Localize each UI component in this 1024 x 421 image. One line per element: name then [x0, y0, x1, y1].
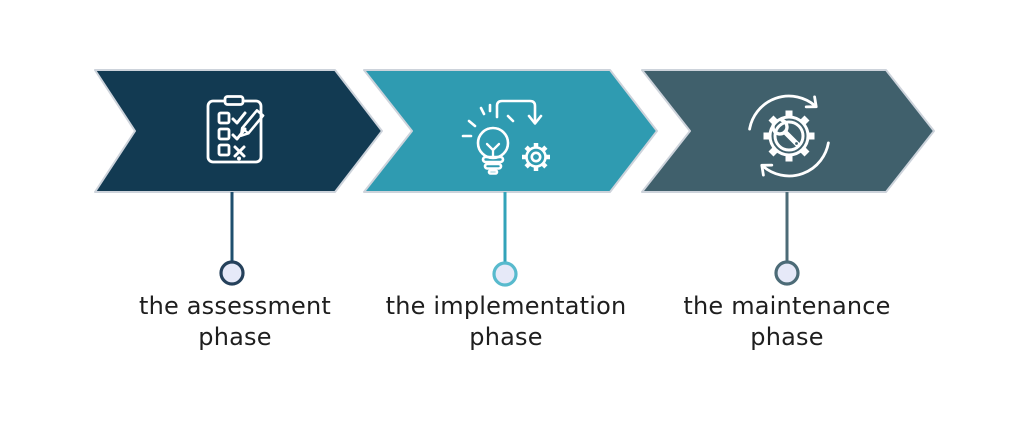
step-3-label-line2: phase [750, 323, 824, 351]
check-mark [231, 111, 247, 125]
step-1-node-circle [219, 260, 245, 286]
checklist-clipboard-icon [206, 95, 265, 164]
lightbulb-process-gear-icon [461, 99, 550, 175]
step-1-label: the assessment phase [65, 291, 405, 353]
step-1-group [94, 69, 383, 286]
step-1-arrow-shape [94, 69, 383, 193]
light-rays [461, 103, 515, 138]
step-3-arrow-shape [641, 69, 935, 193]
step-2-label-line2: phase [469, 323, 543, 351]
process-arrow [495, 99, 543, 125]
gear [522, 143, 550, 171]
step-1-label-line2: phase [198, 323, 272, 351]
lightbulb [476, 126, 510, 175]
step-2-label-line1: the implementation [385, 292, 627, 320]
gear [763, 110, 815, 162]
cycle-arrows [748, 94, 830, 178]
step-3-group [641, 69, 935, 286]
step-3-label: the maintenance phase [617, 291, 957, 353]
step-2-node-circle [492, 261, 518, 287]
step-1-label-line1: the assessment [138, 292, 332, 320]
step-2-label: the implementation phase [336, 291, 676, 353]
step-2-group [363, 69, 658, 287]
step-2-arrow-shape [363, 69, 658, 193]
wrench-handle-dot [795, 142, 798, 145]
step-3-label-line1: the maintenance [683, 292, 891, 320]
x-mark [233, 145, 246, 158]
step-3-node-circle [774, 260, 800, 286]
pencil [239, 109, 265, 137]
wrench [771, 118, 800, 147]
clipboard-clip-tab [223, 95, 245, 106]
gear-wrench-cycle-icon [748, 94, 830, 178]
gear-teeth [522, 143, 550, 171]
list-dot [237, 156, 241, 161]
